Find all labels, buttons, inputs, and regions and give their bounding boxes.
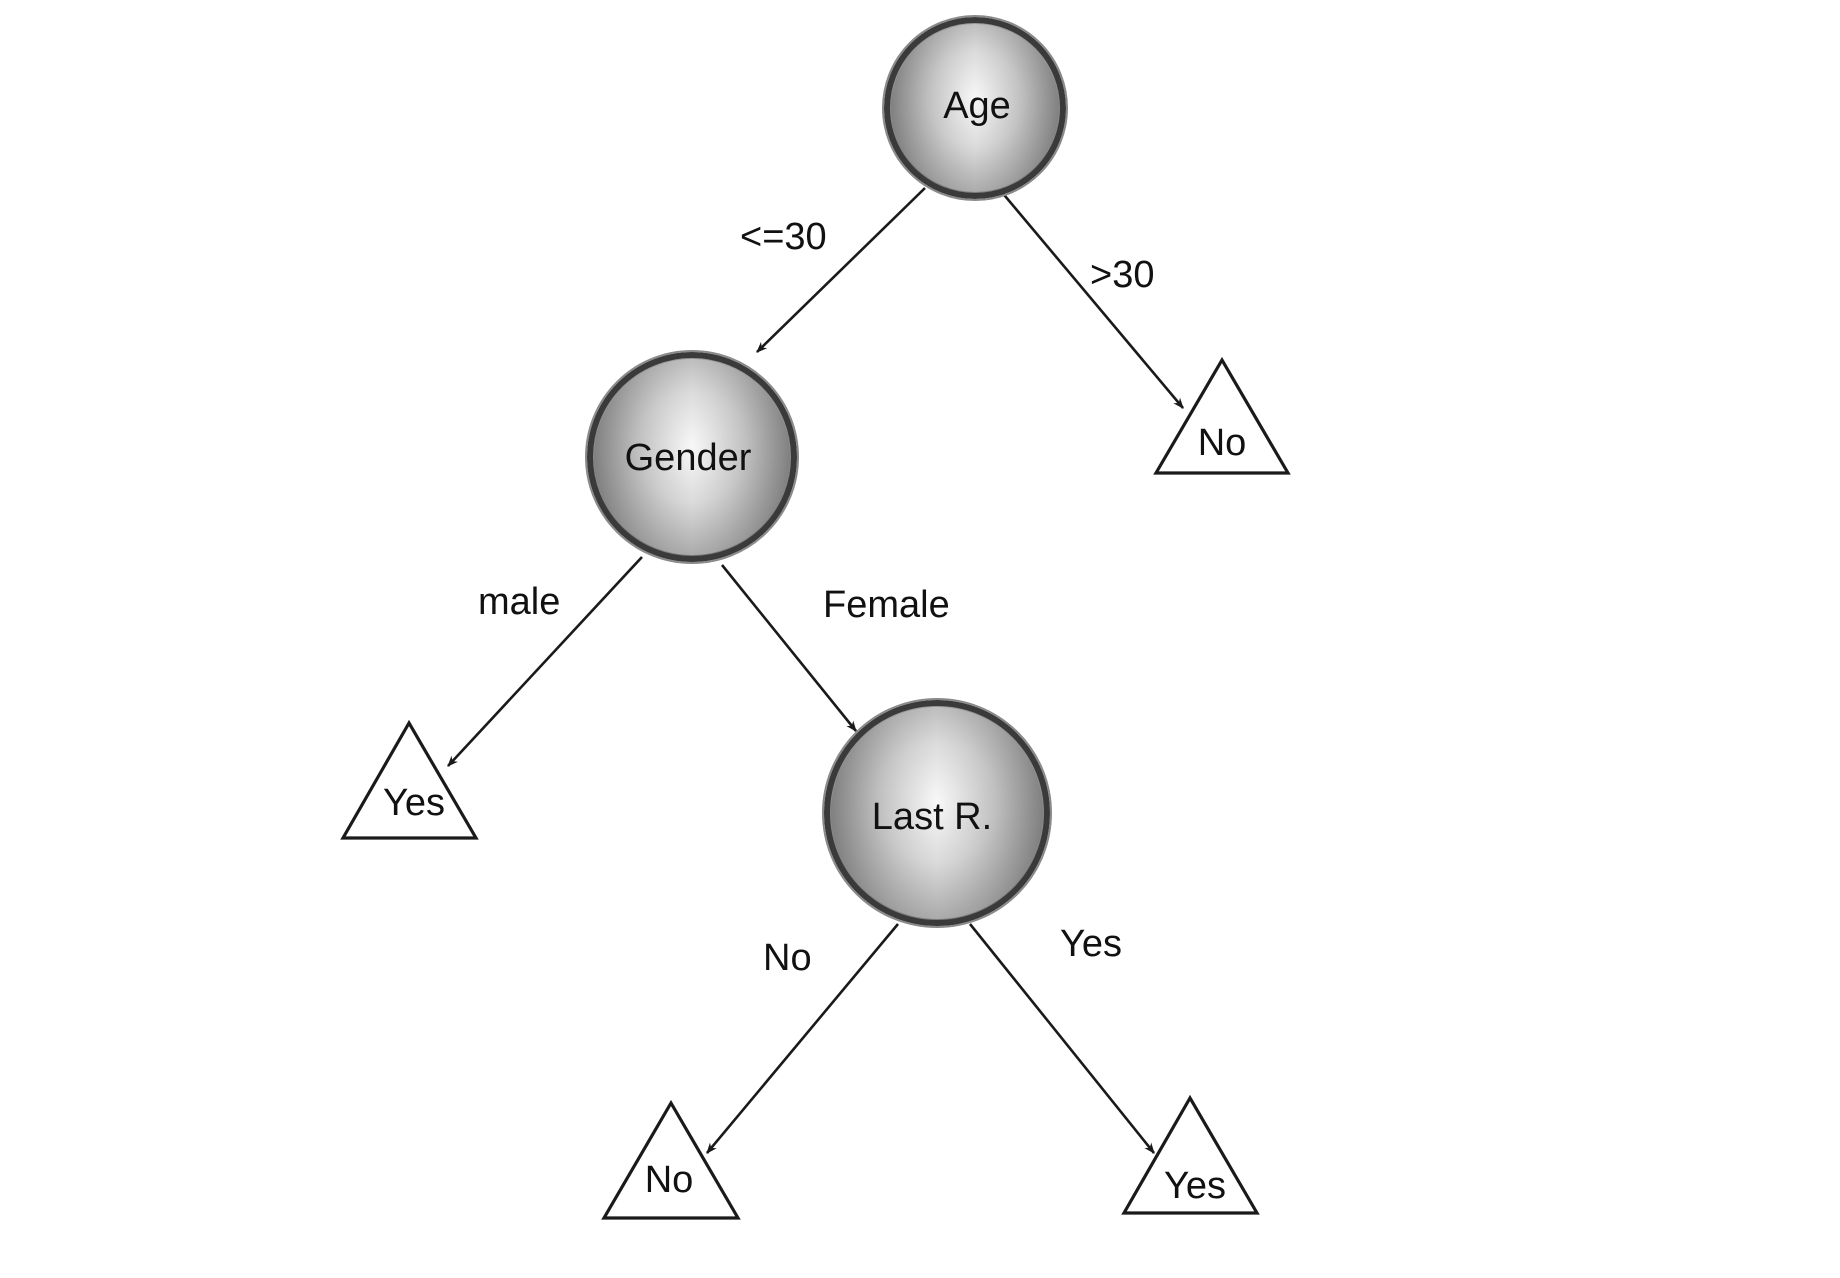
edge-gender-yes (447, 556, 643, 767)
node-label-age: Age (943, 85, 1011, 127)
edge-label-le30: <=30 (740, 216, 827, 258)
node-label-last-r: Last R. (872, 796, 992, 838)
edge-label-gt30: >30 (1090, 254, 1154, 296)
leaf-label-lastr-no: No (645, 1159, 694, 1201)
edge-label-yes: Yes (1060, 923, 1122, 965)
leaf-node-male: Yes (340, 719, 479, 840)
edge-gender-lastr (720, 564, 858, 732)
edge-labels-group: <=30 >30 male Female No Yes (478, 216, 1154, 979)
edge-age-gender (756, 187, 926, 353)
leaf-node-age-gt30: No (1153, 356, 1291, 475)
node-label-gender: Gender (625, 437, 752, 479)
leaf-node-lastr-yes: Yes (1121, 1094, 1260, 1215)
leaf-node-lastr-no: No (601, 1099, 741, 1220)
edge-lastr-no (706, 923, 899, 1154)
decision-node-age: Age (882, 15, 1068, 201)
decision-node-last-r: Last R. (822, 698, 1052, 928)
leaf-label-age-gt30-no: No (1198, 422, 1247, 464)
leaf-label-male-yes: Yes (383, 782, 445, 824)
edge-age-no (999, 189, 1184, 409)
edge-label-male: male (478, 581, 560, 623)
edge-lastr-yes (968, 923, 1156, 1154)
edge-label-female: Female (823, 584, 950, 626)
edges-group (447, 187, 1184, 1154)
edge-label-no: No (763, 937, 812, 979)
leaf-label-lastr-yes: Yes (1164, 1165, 1226, 1207)
decision-node-gender: Gender (585, 350, 799, 564)
